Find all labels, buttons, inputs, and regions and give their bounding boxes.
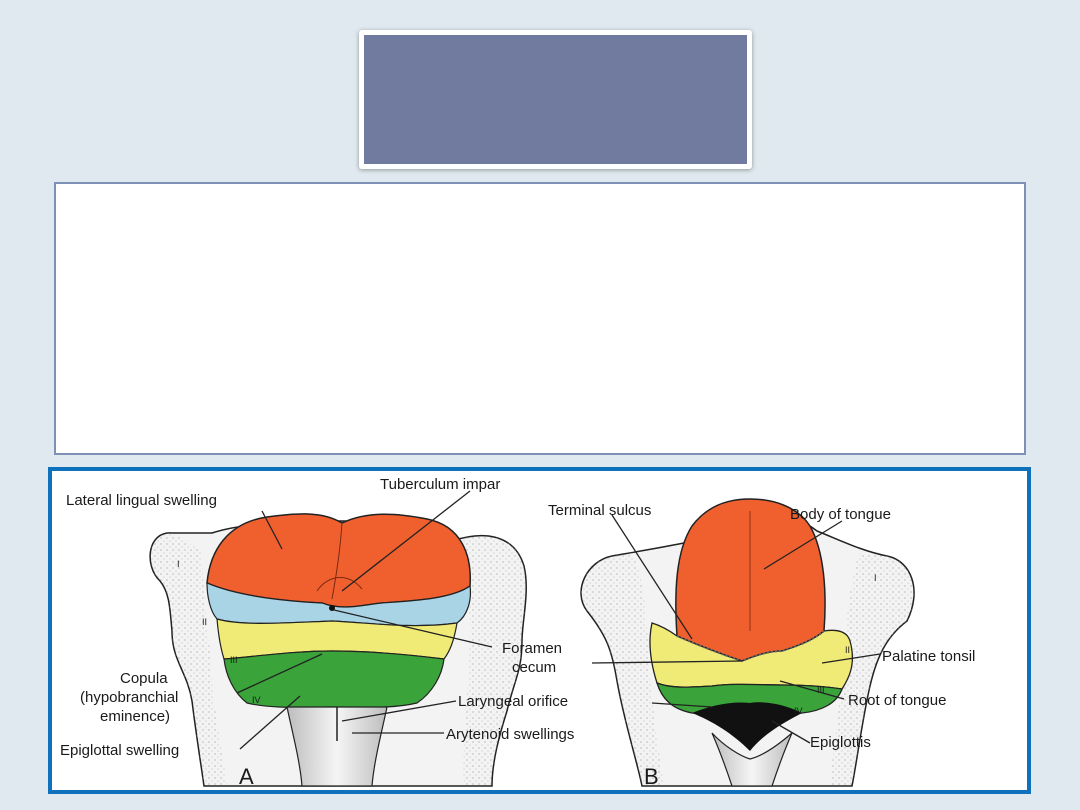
label-root-of-tongue: Root of tongue [848,692,946,709]
panel-b-arch-numeral-4: IV [794,706,803,716]
panel-a-foramen-cecum [329,605,335,611]
panel-b-leader-lines [591,514,881,744]
panel-a-arytenoid-swellings [286,706,388,787]
panel-b-arch-numeral-2: II [845,645,850,655]
panel-a-stipple-left [150,532,227,786]
label-cecum: cecum [512,659,556,676]
title-placeholder [359,30,752,169]
label-copula-hypobranchial: (hypobranchial [80,689,178,706]
arch-numeral-1: I [177,559,180,569]
panel-b-stipple-left [581,553,664,786]
label-laryngeal-orifice: Laryngeal orifice [458,693,568,710]
arch-numeral-4: IV [252,695,261,705]
label-copula-eminence: eminence) [100,708,170,725]
label-epiglottal-swelling: Epiglottal swelling [60,742,179,759]
panel-b-stipple-right [830,553,915,786]
panel-a: I II III IV Lateral lingual swelling Tub… [60,476,574,789]
label-palatine-tonsil: Palatine tonsil [882,648,975,665]
figure-svg: I II III IV Lateral lingual swelling Tub… [60,476,975,789]
label-foramen: Foramen [502,640,562,657]
title-fill [364,35,747,164]
panel-b-arch-numeral-3: III [817,685,825,695]
panel-b: I II III IV Terminal sulcus Body of tong… [548,498,975,789]
panel-b-laryngeal-inlet [692,702,802,751]
label-copula: Copula [120,670,168,687]
panel-b-body-of-tongue [675,498,826,662]
arch-numeral-2: II [202,617,207,627]
arch-numeral-3: III [230,655,238,665]
label-terminal-sulcus: Terminal sulcus [548,502,651,519]
label-tuberculum-impar: Tuberculum impar [380,476,500,493]
label-body-of-tongue: Body of tongue [790,506,891,523]
panel-a-epiglottal-swelling [223,650,445,708]
label-epiglottis: Epiglottis [810,734,871,751]
panel-a-letter: A [239,764,254,789]
panel-a-tuberculum-lines [316,522,363,600]
content-placeholder [54,182,1026,455]
panel-a-lateral-lingual-swelling [206,513,471,608]
label-lateral-lingual-swelling: Lateral lingual swelling [66,492,217,509]
panel-b-arch-numeral-1: I [874,573,877,583]
panel-b-letter: B [644,764,659,789]
tongue-development-figure: I II III IV Lateral lingual swelling Tub… [48,467,1031,794]
panel-a-leader-lines [236,490,493,750]
panel-b-terminal-sulcus [676,630,825,663]
label-arytenoid-swellings: Arytenoid swellings [446,726,574,743]
